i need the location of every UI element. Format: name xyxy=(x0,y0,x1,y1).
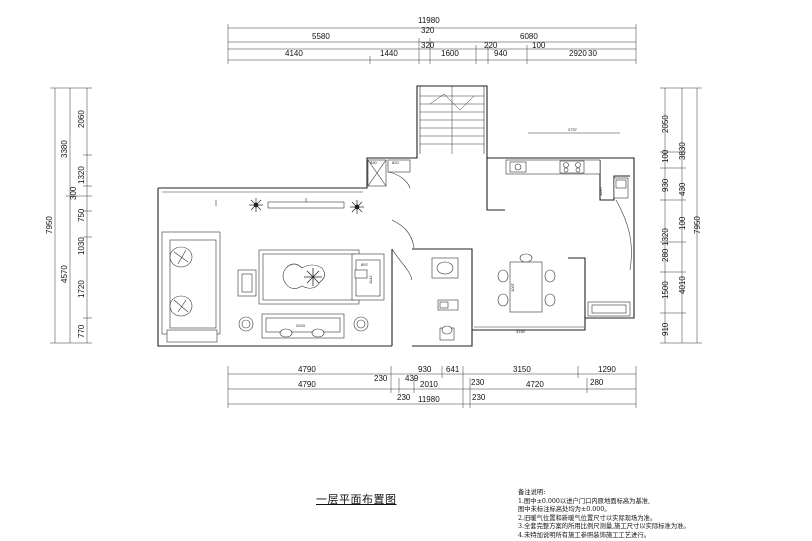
dim-right-430: 430 xyxy=(678,182,687,196)
dim-bot-230b: 230 xyxy=(471,378,485,387)
dim-bot-3150: 3150 xyxy=(513,365,531,374)
dim-right-4010: 4010 xyxy=(678,276,687,294)
dim-left-300: 300 xyxy=(69,186,78,200)
dining-area: 1007 3150 xyxy=(474,253,631,334)
dim-top-2920: 2920 xyxy=(569,49,587,58)
top-dimensions: 11980 5580 320 6080 320 220 100 4140 144… xyxy=(227,16,637,64)
staircase xyxy=(420,86,484,154)
notes-line-1: 1.图中±0.000以进户门口内原地面标高为基准, xyxy=(518,497,651,505)
dim-top-total: 11980 xyxy=(418,16,440,25)
small-a-label: 892 xyxy=(361,262,368,267)
dim-bot-641: 641 xyxy=(446,365,460,374)
dim-bot-230a: 230 xyxy=(374,374,388,383)
dim-bot-230c: 230 xyxy=(397,393,411,402)
centerpiece-icon xyxy=(304,268,322,286)
dim-right-280: 280 xyxy=(661,248,670,262)
dim-bot-280: 280 xyxy=(590,378,604,387)
dim-right-910: 910 xyxy=(661,322,670,336)
tv-depth-label: 1142 xyxy=(368,275,373,284)
dim-top-940: 940 xyxy=(494,49,508,58)
closet-b-label: 820 xyxy=(392,160,399,165)
dim-bot-230d: 230 xyxy=(472,393,486,402)
plan-title: 一层平面布置图 xyxy=(316,493,397,506)
entry-closets: 830 820 xyxy=(367,159,411,189)
dim-left-3380: 3380 xyxy=(60,140,69,158)
living-room: 1142 892 2203 xyxy=(161,198,385,343)
bottom-dimensions: 4790 930 641 3150 1290 4790 230 439 2010… xyxy=(227,365,637,408)
kitchen: 2737 1190 xyxy=(505,127,629,199)
dim-left-770: 770 xyxy=(77,324,86,338)
notes-heading: 备注说明: xyxy=(518,489,546,496)
dim-top-4140: 4140 xyxy=(285,49,303,58)
dim-left-750: 750 xyxy=(77,208,86,222)
notes-line-5: 4.未特加说明所有施工参照装饰施工工艺进行。 xyxy=(518,531,650,539)
dining-width-label: 3150 xyxy=(516,329,526,334)
dim-bot-total: 11980 xyxy=(418,395,440,404)
dim-bot-2010: 2010 xyxy=(420,380,438,389)
dim-top-30: 30 xyxy=(588,49,597,58)
dim-bot-4790a: 4790 xyxy=(298,365,316,374)
plant-right-icon xyxy=(350,200,364,214)
dim-right-3830: 3830 xyxy=(678,142,687,160)
dim-right-100b: 100 xyxy=(678,216,687,230)
dim-left-1320: 1320 xyxy=(77,166,86,184)
dim-bot-4720: 4720 xyxy=(526,380,544,389)
dim-top-5580: 5580 xyxy=(312,32,330,41)
dim-top-6080: 6080 xyxy=(520,32,538,41)
dim-right-total: 7950 xyxy=(693,216,702,234)
sofa-width-label: 2203 xyxy=(296,323,306,328)
dim-top-320a: 320 xyxy=(421,26,435,35)
dim-bot-1290: 1290 xyxy=(598,365,616,374)
closet-a-label: 830 xyxy=(370,160,377,165)
dim-right-2050: 2050 xyxy=(661,115,670,133)
notes-line-3: 2.旧暖气位置和新暖气位置尺寸以实际现场为准。 xyxy=(518,514,657,522)
dim-top-320b: 320 xyxy=(421,41,435,50)
dim-top-1600: 1600 xyxy=(441,49,459,58)
dim-bot-439: 439 xyxy=(405,374,419,383)
kitchen-width-label: 2737 xyxy=(568,127,578,132)
dim-right-1500: 1500 xyxy=(661,281,670,299)
notes-line-4: 3.全套完整方案的所用比例尺测量,施工尺寸以实际标准为准。 xyxy=(518,523,690,531)
dim-top-100: 100 xyxy=(532,41,546,50)
dim-left-1030: 1030 xyxy=(77,237,86,255)
dim-left-4570: 4570 xyxy=(60,265,69,283)
left-dimensions: 7950 3380 4570 2060 1320 300 750 1030 17… xyxy=(45,87,92,344)
dim-left-2060: 2060 xyxy=(77,110,86,128)
side-label: 1190 xyxy=(598,187,603,196)
dim-right-100a: 100 xyxy=(661,149,670,163)
dim-bot-930: 930 xyxy=(418,365,432,374)
notes-line-2: 图中未标注标高处均为±0.000。 xyxy=(518,506,611,514)
dim-bot-4790b: 4790 xyxy=(298,380,316,389)
bathroom xyxy=(431,257,459,341)
walls xyxy=(157,85,635,347)
dim-left-total: 7950 xyxy=(45,216,54,234)
dim-right-1320: 1320 xyxy=(661,228,670,246)
table-label: 1007 xyxy=(510,282,515,292)
dim-left-1720: 1720 xyxy=(77,280,86,298)
dim-right-930: 930 xyxy=(661,178,670,192)
notes-block: 备注说明: 1.图中±0.000以进户门口内原地面标高为基准, 图中未标注标高处… xyxy=(518,489,690,541)
right-dimensions: 2050 100 930 1320 280 1500 910 430 100 4… xyxy=(660,87,702,344)
plant-left-icon xyxy=(249,198,263,212)
dim-top-1440: 1440 xyxy=(380,49,398,58)
dim-top-220: 220 xyxy=(484,41,498,50)
